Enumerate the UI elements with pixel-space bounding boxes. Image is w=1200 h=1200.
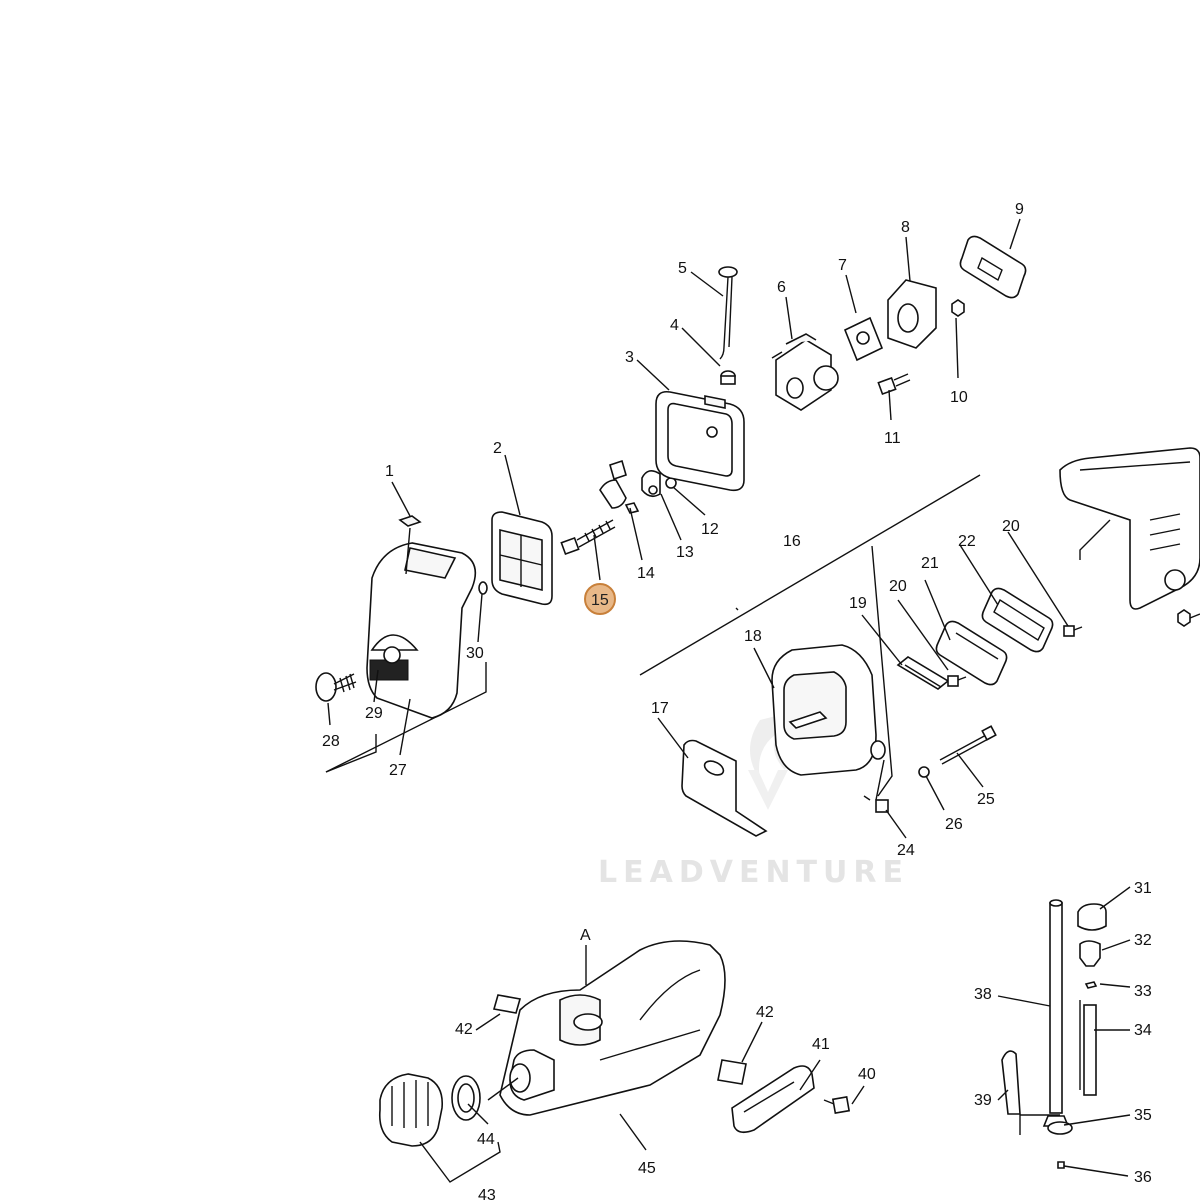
callout-10: 10: [950, 389, 968, 406]
callout-7: 7: [838, 257, 847, 274]
nut-part: [951, 299, 965, 317]
fuel-hose-part: [1083, 1004, 1097, 1096]
callout-35: 35: [1134, 1107, 1152, 1124]
callout-29: 29: [365, 705, 383, 722]
small-bolt-part: [947, 675, 967, 687]
callout-28: 28: [322, 733, 340, 750]
callout-15[interactable]: 15: [591, 592, 609, 609]
muffler-gasket-part: [935, 620, 1008, 686]
rubber-mount-part: [492, 994, 522, 1014]
muffler-cover-part: [1059, 447, 1200, 610]
tank-screw-part: [823, 1095, 851, 1115]
callout-6: 6: [777, 279, 786, 296]
callout-22: 22: [958, 533, 976, 550]
small-clip-part: [1057, 1161, 1065, 1169]
callout-20b: 20: [1002, 518, 1020, 535]
callout-25: 25: [977, 791, 995, 808]
callout-36: 36: [1134, 1169, 1152, 1186]
callout-32: 32: [1134, 932, 1152, 949]
callout-A: A: [580, 927, 591, 944]
callout-24: 24: [897, 842, 915, 859]
callout-4: 4: [670, 317, 679, 334]
choke-rod-part: [718, 266, 738, 385]
callout-21: 21: [921, 555, 939, 572]
rubber-mount-part: [717, 1059, 747, 1085]
air-box-gasket: [655, 390, 745, 492]
callout-40: 40: [858, 1066, 876, 1083]
carburetor-part: [771, 333, 839, 411]
callout-2: 2: [493, 440, 502, 457]
callout-26: 26: [945, 816, 963, 833]
callout-14: 14: [637, 565, 655, 582]
callout-31: 31: [1134, 880, 1152, 897]
o-ring-part: [478, 581, 488, 595]
callout-18: 18: [744, 628, 762, 645]
callout-13: 13: [676, 544, 694, 561]
bracket-part: [599, 459, 640, 514]
cap-gasket-part: [451, 1075, 481, 1121]
knob-part: [315, 672, 357, 702]
callout-42b: 42: [756, 1004, 774, 1021]
small-bolt-part: [1063, 625, 1083, 637]
fuel-pipe-part: [1049, 899, 1063, 1114]
grommet-part: [1077, 903, 1107, 931]
callout-17: 17: [651, 700, 669, 717]
callout-12: 12: [701, 521, 719, 538]
clamp-part: [641, 470, 661, 498]
callout-16: 16: [783, 533, 801, 550]
callout-19: 19: [849, 595, 867, 612]
callout-44: 44: [477, 1131, 495, 1148]
leader-lines: [325, 218, 1131, 1183]
highlighted-callout-15[interactable]: 15: [584, 583, 616, 615]
return-line-part: [1001, 1050, 1021, 1115]
callout-27: 27: [389, 762, 407, 779]
muffler-plate-part: [981, 587, 1054, 653]
carb-bolt-part: [877, 373, 911, 396]
callout-33: 33: [1134, 983, 1152, 1000]
tank-cover-plate-part: [731, 1065, 815, 1134]
clip-part: [1084, 981, 1098, 989]
muffler-body-part: [771, 644, 886, 776]
callout-3: 3: [625, 349, 634, 366]
fuel-tank-part: [499, 940, 726, 1116]
callout-39: 39: [974, 1092, 992, 1109]
callout-1: 1: [385, 463, 394, 480]
fuel-nozzle-part: [1079, 940, 1101, 967]
muffler-bolt-part: [939, 725, 997, 765]
air-cleaner-cover: [366, 515, 477, 719]
muffler-screw-part: [1177, 609, 1200, 627]
highlight-circle[interactable]: [584, 583, 616, 615]
intake-gasket-plate: [959, 235, 1027, 299]
callout-9: 9: [1015, 201, 1024, 218]
heat-shield-part: [681, 739, 768, 837]
spark-arrestor-screen: [896, 656, 950, 690]
callout-45: 45: [638, 1160, 656, 1177]
callout-11: 11: [884, 430, 901, 447]
callout-20a: 20: [889, 578, 907, 595]
muffler-screw-part: [863, 795, 889, 813]
air-filter-element: [491, 511, 553, 606]
callout-41: 41: [812, 1036, 830, 1053]
callout-30: 30: [466, 645, 484, 662]
callout-34: 34: [1134, 1022, 1152, 1039]
watermark-text: LEADVENTURE: [598, 855, 909, 890]
insulator-part: [887, 279, 937, 349]
callout-43: 43: [478, 1187, 496, 1200]
callout-5: 5: [678, 260, 687, 277]
callout-38: 38: [974, 986, 992, 1003]
callout-42a: 42: [455, 1021, 473, 1038]
carb-gasket-part: [843, 316, 884, 362]
callout-8: 8: [901, 219, 910, 236]
fuel-cap-part: [378, 1073, 444, 1147]
washer-part: [918, 766, 930, 778]
callout-labels: 1 2 3 4 5 6 7 8 9 10 11 12 13 14 15 16 1…: [322, 201, 1152, 1200]
long-bolt-part: [560, 519, 616, 556]
